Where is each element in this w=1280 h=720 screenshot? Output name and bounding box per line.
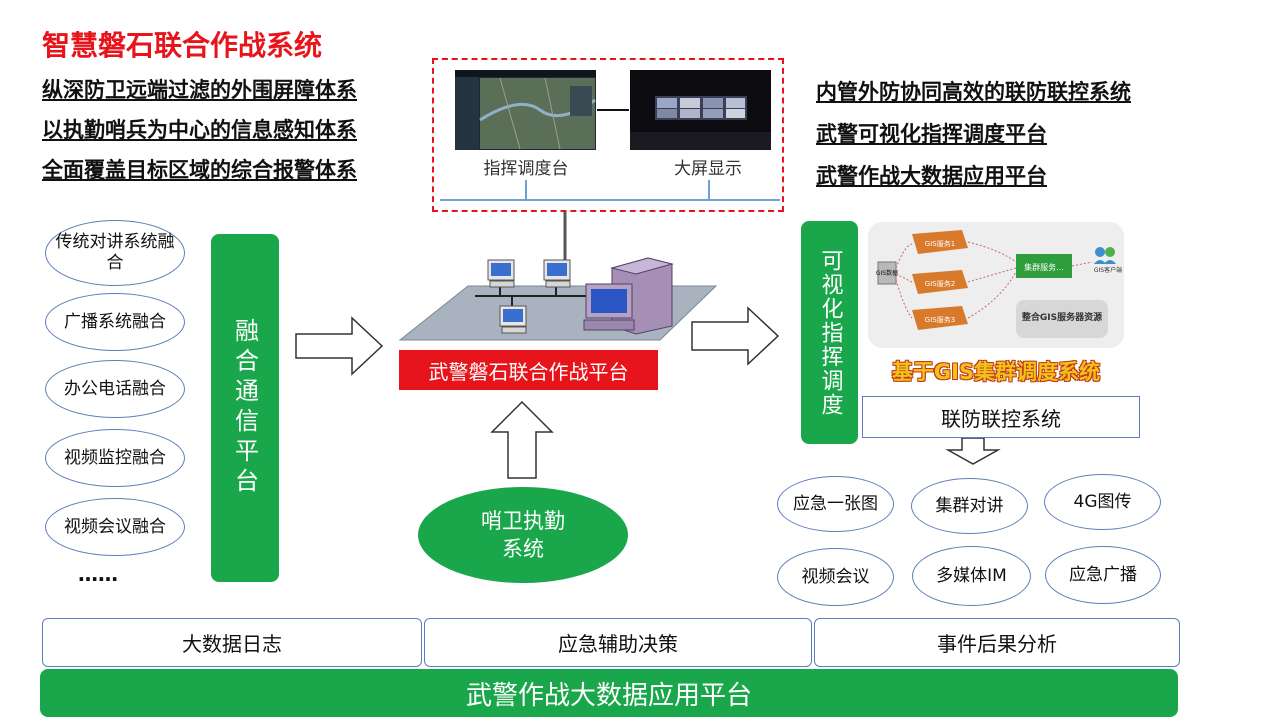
right-node-4-label: 视频会议 (801, 566, 870, 587)
right-arrow-center (691, 306, 780, 366)
left-line-1: 纵深防卫远端过滤的外围屏障体系 (42, 78, 357, 102)
gis-server-icon: GIS数据 (876, 261, 898, 285)
sentry-system-label: 哨卫执勤系统 (481, 509, 565, 561)
command-screen-image (455, 70, 596, 150)
bottom-box-1: 大数据日志 (42, 618, 422, 667)
right-node-5: 多媒体IM (912, 546, 1031, 606)
svg-text:GIS服务2: GIS服务2 (925, 279, 955, 288)
gis-resource-box: 整合GIS服务器资源 (1016, 300, 1108, 338)
right-node-3: 4G图传 (1044, 474, 1161, 530)
right-node-1-label: 应急一张图 (793, 493, 878, 514)
left-node-5: 视频会议融合 (45, 498, 185, 556)
big-screen-label: 大屏显示 (674, 159, 742, 179)
left-node-4-label: 视频监控融合 (64, 447, 166, 468)
visual-command-label: 可视化指挥调度 (817, 248, 843, 417)
visual-command-bar: 可视化指挥调度 (801, 221, 858, 444)
computer-icon-1 (487, 259, 515, 288)
svg-text:GIS客户端: GIS客户端 (1094, 266, 1122, 274)
left-node-3-label: 办公电话融合 (64, 378, 166, 399)
svg-text:GIS服务3: GIS服务3 (925, 315, 955, 324)
bottom-box-3: 事件后果分析 (814, 618, 1180, 667)
left-node-1: 传统对讲系统融合 (45, 220, 185, 286)
right-node-5-label: 多媒体IM (936, 565, 1007, 586)
left-more-ellipsis: …… (78, 562, 118, 586)
right-node-1: 应急一张图 (777, 476, 894, 532)
bottom-platform-bar: 武警作战大数据应用平台 (40, 669, 1178, 717)
up-arrow (490, 400, 554, 479)
right-node-2-label: 集群对讲 (935, 495, 1004, 516)
cluster-service-box: 集群服务... (1016, 254, 1072, 278)
svg-text:集群服务...: 集群服务... (1024, 262, 1064, 272)
right-line-2: 武警可视化指挥调度平台 (816, 122, 1047, 146)
left-node-5-label: 视频会议融合 (64, 516, 166, 537)
server-icon (583, 257, 674, 335)
gis-service-2: GIS服务2 (912, 270, 968, 294)
gis-client-icon: GIS客户端 (1094, 247, 1122, 274)
command-console-label: 指挥调度台 (483, 159, 569, 179)
left-line-3: 全面覆盖目标区域的综合报警体系 (42, 158, 357, 182)
center-platform-label: 武警磐石联合作战平台 (399, 350, 658, 390)
right-arrow-left (295, 316, 384, 376)
right-node-3-label: 4G图传 (1073, 491, 1132, 512)
svg-text:GIS服务1: GIS服务1 (925, 239, 955, 248)
svg-text:整合GIS服务器资源: 整合GIS服务器资源 (1021, 311, 1102, 323)
right-node-6: 应急广播 (1045, 546, 1161, 604)
right-line-1: 内管外防协同高效的联防联控系统 (816, 80, 1131, 104)
big-screen-image (630, 70, 771, 150)
right-node-4: 视频会议 (777, 548, 894, 606)
left-node-2-label: 广播系统融合 (64, 311, 166, 332)
command-display-box (432, 58, 784, 212)
gis-server-label: GIS数据 (876, 269, 898, 277)
gis-service-3: GIS服务3 (912, 306, 968, 330)
computer-icon-3 (499, 305, 527, 334)
comm-platform-bar: 融合通信平台 (211, 234, 279, 582)
left-node-3: 办公电话融合 (45, 360, 185, 418)
right-node-2: 集群对讲 (911, 478, 1028, 534)
gis-title: 基于GIS集群调度系统 (891, 360, 1101, 384)
joint-control-box: 联防联控系统 (862, 396, 1140, 438)
left-node-4: 视频监控融合 (45, 429, 185, 487)
right-node-6-label: 应急广播 (1069, 564, 1137, 585)
bottom-box-2: 应急辅助决策 (424, 618, 812, 667)
right-line-3: 武警作战大数据应用平台 (816, 164, 1047, 188)
left-node-2: 广播系统融合 (45, 293, 185, 351)
gis-service-1: GIS服务1 (912, 230, 968, 254)
left-node-1-label: 传统对讲系统融合 (55, 232, 175, 273)
computer-icon-2 (543, 259, 571, 288)
page-title: 智慧磐石联合作战系统 (42, 29, 323, 62)
sentry-system-node: 哨卫执勤系统 (418, 487, 628, 583)
comm-platform-label: 融合通信平台 (230, 318, 259, 498)
left-line-2: 以执勤哨兵为中心的信息感知体系 (42, 118, 357, 142)
down-arrow (945, 437, 1001, 465)
